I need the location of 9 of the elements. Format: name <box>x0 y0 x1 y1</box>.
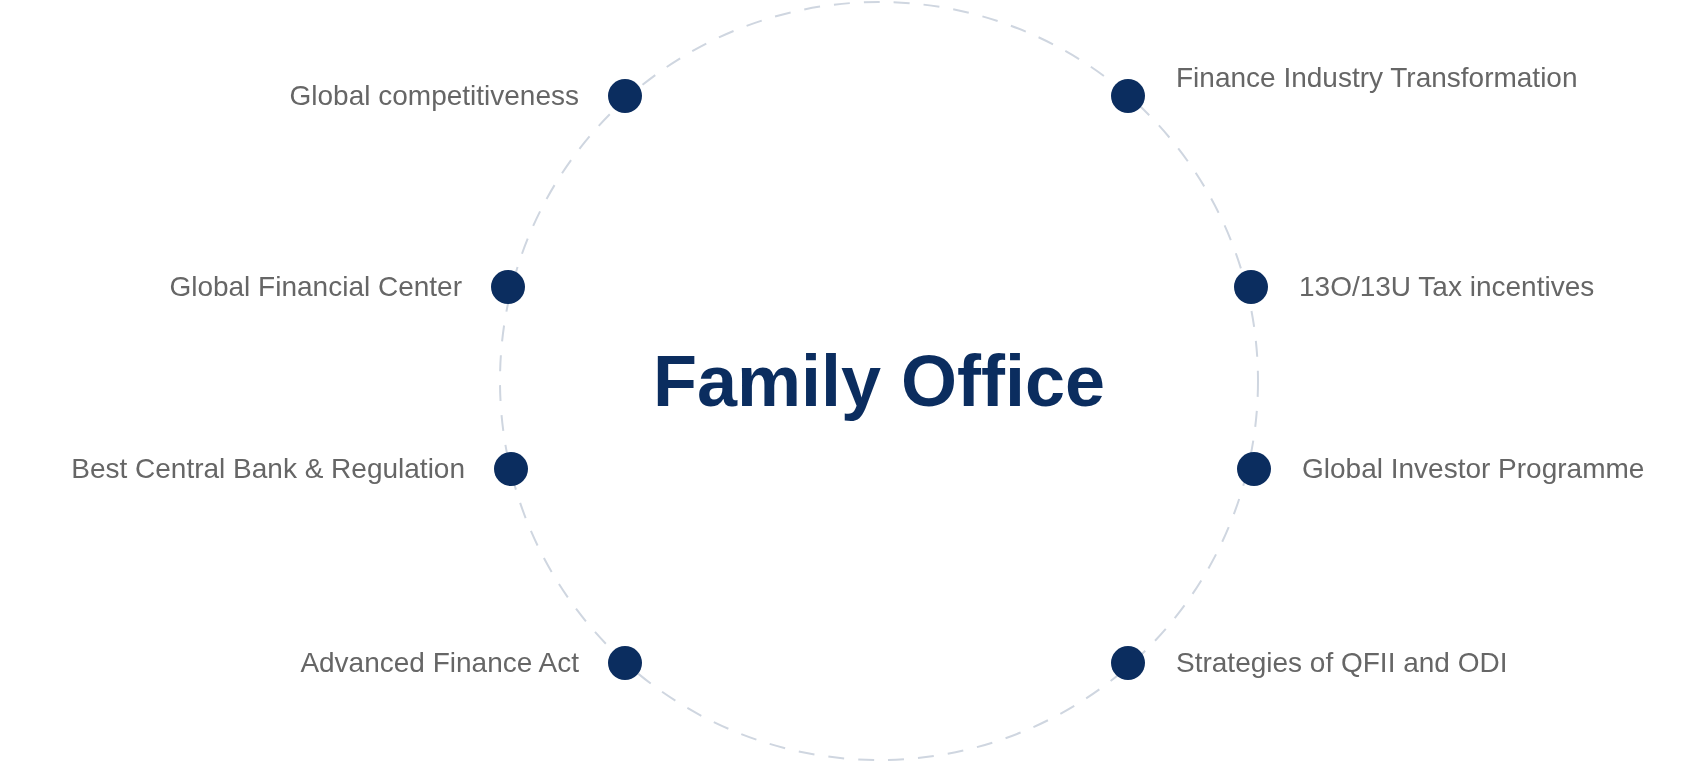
item-label: Global Investor Programme <box>1302 453 1645 485</box>
center-title: Family Office <box>652 340 1106 422</box>
item-label: Strategies of QFII and ODI <box>1176 647 1508 679</box>
item-label: Global Financial Center <box>169 271 462 303</box>
item-label: Best Central Bank & Regulation <box>71 453 465 485</box>
item-label: Finance Industry Transformation <box>1176 62 1578 94</box>
item-label: Global competitiveness <box>289 80 579 112</box>
item-label: Advanced Finance Act <box>300 647 579 679</box>
item-label: 13O/13U Tax incentives <box>1299 271 1595 303</box>
